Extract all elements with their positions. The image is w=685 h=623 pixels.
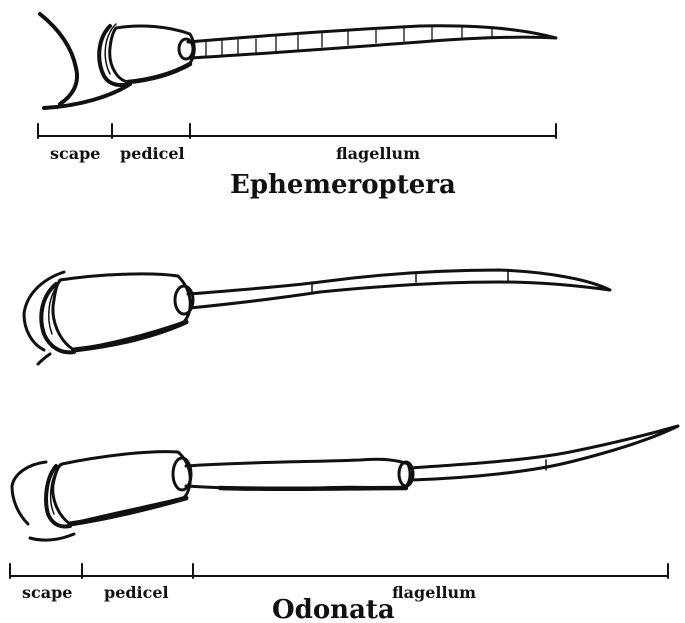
odonata-bracket [10, 564, 668, 578]
odonata-title: Odonata [272, 595, 395, 623]
ephemeroptera-head-outline [40, 14, 77, 104]
odonata-upper-pedicel [53, 274, 190, 350]
ephemeroptera-head-lower [44, 84, 130, 108]
ephemeroptera-flagellum [188, 26, 556, 58]
ephemeroptera-pedicel-lower-edge [128, 64, 190, 82]
ephemeroptera-label-pedicel: pedicel [120, 144, 185, 163]
ephemeroptera-scape [99, 26, 130, 85]
odonata-label-pedicel: pedicel [104, 583, 169, 602]
ephemeroptera-label-scape: scape [50, 144, 100, 163]
odonata-upper-scape [41, 284, 74, 352]
ephemeroptera-antenna [40, 14, 556, 108]
odonata-lower-flagellum-base [186, 459, 410, 489]
ephemeroptera-bracket [38, 124, 556, 138]
odonata-antenna-upper [24, 270, 610, 364]
odonata-antenna-lower [12, 426, 678, 540]
ephemeroptera-title: Ephemeroptera [230, 170, 456, 200]
odonata-lower-flagellum [410, 426, 678, 480]
odonata-lower-head-outline [12, 462, 46, 524]
odonata-label-flagellum: flagellum [392, 583, 476, 602]
ephemeroptera-pedicel [110, 26, 195, 82]
ephemeroptera-label-flagellum: flagellum [336, 144, 420, 163]
odonata-upper-flagellum [188, 270, 610, 308]
odonata-label-scape: scape [22, 583, 72, 602]
odonata-lower-scape [46, 466, 70, 527]
